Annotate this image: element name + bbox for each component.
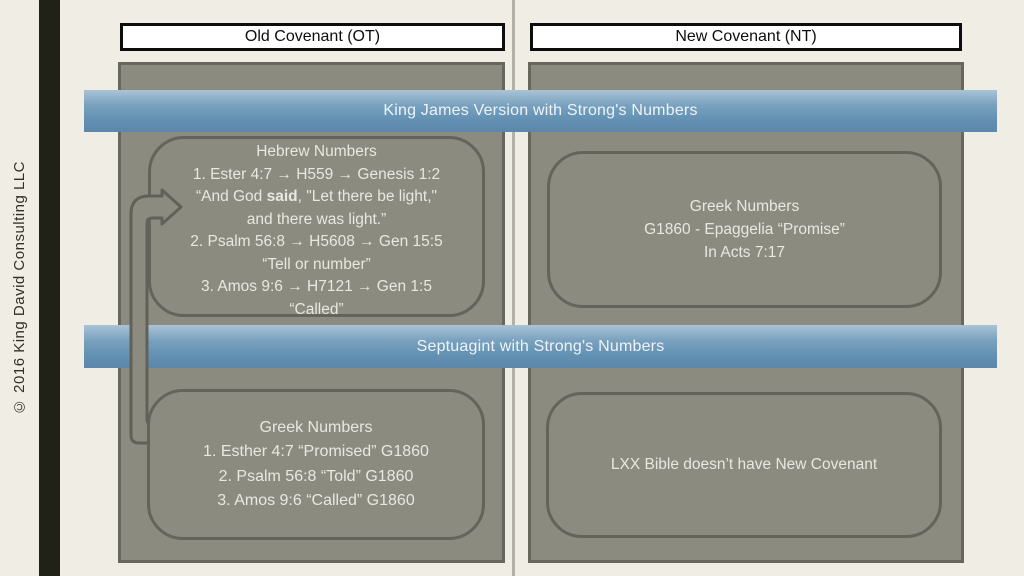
box-greek-numbers-nt: Greek Numbers G1860 - Epaggelia “Promise… bbox=[547, 151, 942, 308]
box-greek-numbers-lxx: Greek Numbers 1. Esther 4:7 “Promised” G… bbox=[147, 389, 485, 540]
box-lxx-note: LXX Bible doesn’t have New Covenant bbox=[546, 392, 942, 538]
hebrew-title: Hebrew Numbers bbox=[256, 143, 377, 160]
greek-lxx-item-2: 2. Psalm 56:8 “Told” G1860 bbox=[218, 467, 414, 485]
sidebar-black-bar bbox=[39, 0, 60, 576]
hebrew-quote-2: “Tell or number” bbox=[262, 255, 371, 273]
hebrew-item-3: 3. Amos 9:6 → H7121 → Gen 1:5 bbox=[201, 278, 432, 295]
greek-lxx-item-3: 3. Amos 9:6 “Called” G1860 bbox=[217, 492, 415, 509]
greek-nt-line-1: G1860 - Epaggelia “Promise” bbox=[644, 221, 845, 238]
greek-nt-title: Greek Numbers bbox=[689, 198, 800, 215]
header-old-covenant: Old Covenant (OT) bbox=[120, 23, 505, 51]
copyright-text: © 2016 King David Consulting LLC bbox=[11, 161, 28, 415]
header-new-covenant-label: New Covenant (NT) bbox=[675, 28, 817, 45]
greek-lxx-title: Greek Numbers bbox=[259, 418, 373, 436]
box-hebrew-numbers: Hebrew Numbers 1. Ester 4:7 → H559 → Gen… bbox=[148, 136, 485, 318]
header-new-covenant: New Covenant (NT) bbox=[530, 23, 962, 51]
banner-septuagint: Septuagint with Strong's Numbers bbox=[84, 325, 997, 368]
greek-lxx-item-1: 1. Esther 4:7 “Promised” G1860 bbox=[203, 443, 429, 460]
hebrew-item-1: 1. Ester 4:7 → H559 → Genesis 1:2 bbox=[192, 165, 441, 183]
lxx-note-text: LXX Bible doesn’t have New Covenant bbox=[610, 456, 878, 473]
hebrew-item-2: 2. Psalm 56:8 → H5608 → Gen 15:5 bbox=[190, 233, 443, 250]
column-divider bbox=[512, 0, 515, 576]
hebrew-quote-1: “And God said, "Let there be light," bbox=[195, 188, 438, 205]
hebrew-quote-1-line2: and there was light.” bbox=[246, 210, 387, 228]
hebrew-quote-3: “Called” bbox=[289, 300, 344, 318]
banner-septuagint-label: Septuagint with Strong's Numbers bbox=[416, 337, 665, 355]
copyright-strip: © 2016 King David Consulting LLC bbox=[0, 0, 39, 576]
header-old-covenant-label: Old Covenant (OT) bbox=[244, 28, 381, 45]
banner-kjv-label: King James Version with Strong's Numbers bbox=[383, 102, 698, 119]
banner-kjv: King James Version with Strong's Numbers bbox=[84, 90, 997, 132]
greek-nt-line-2: In Acts 7:17 bbox=[704, 244, 785, 261]
